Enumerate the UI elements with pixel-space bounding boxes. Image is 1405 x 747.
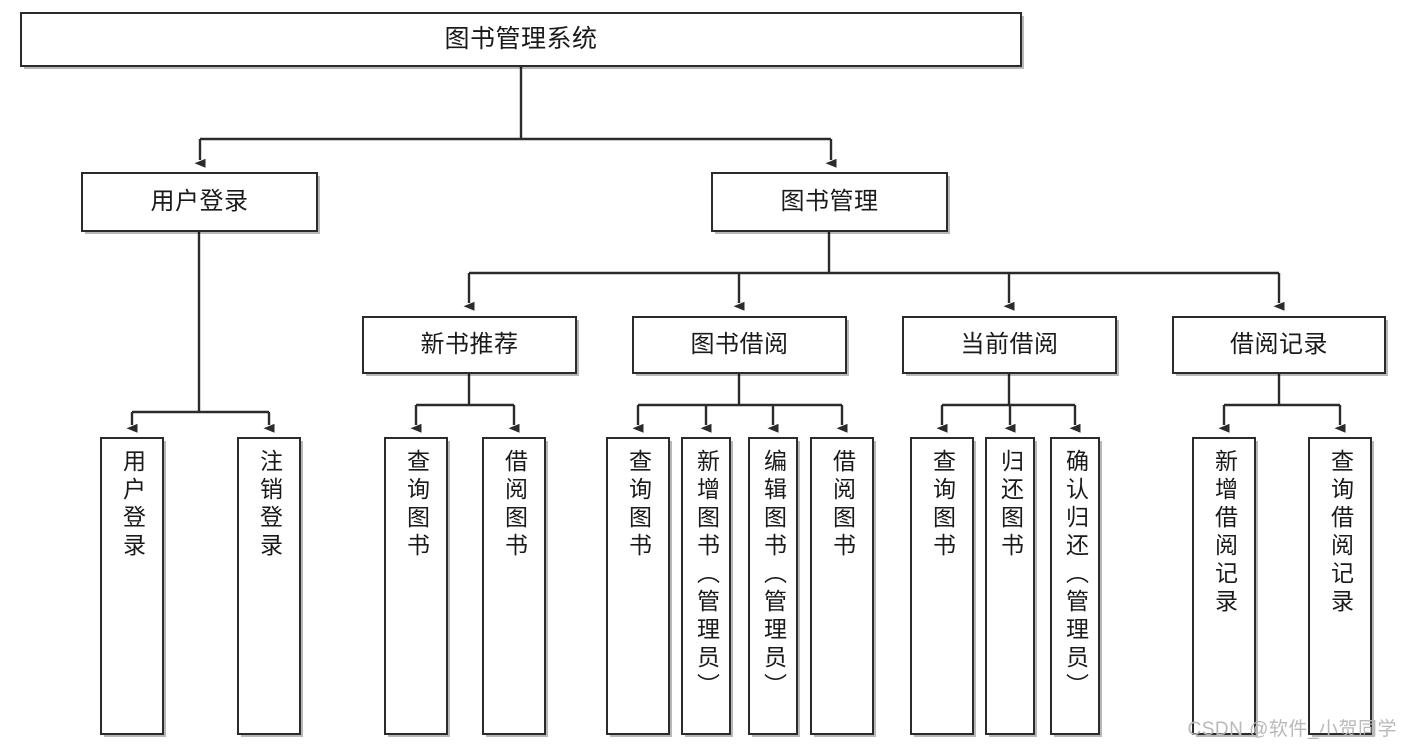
leaf-borrow-book-recommend[interactable]: 借阅图书 <box>482 437 546 735</box>
leaf-query-book-recommend-label: 查询图书 <box>403 449 430 561</box>
node-current-borrow[interactable]: 当前借阅 <box>902 316 1117 374</box>
leaf-user-login-label: 用户登录 <box>119 449 146 561</box>
leaf-logout-label: 注销登录 <box>256 449 283 561</box>
leaf-add-book-admin[interactable]: 新增图书（管理员） <box>681 437 731 735</box>
leaf-borrow-book-borrow-label: 借阅图书 <box>829 449 856 561</box>
node-new-book-recommend-label: 新书推荐 <box>420 330 519 358</box>
leaf-add-borrow-record[interactable]: 新增借阅记录 <box>1192 437 1256 735</box>
node-book-manage[interactable]: 图书管理 <box>711 172 948 232</box>
node-root-label: 图书管理系统 <box>444 24 598 53</box>
leaf-confirm-return-admin-label: 确认归还（管理员） <box>1062 449 1089 701</box>
node-borrow-record-label: 借阅记录 <box>1230 330 1328 358</box>
leaf-borrow-book-borrow[interactable]: 借阅图书 <box>810 437 874 735</box>
leaf-query-borrow-record-label: 查询借阅记录 <box>1327 449 1354 617</box>
leaf-query-book-borrow-label: 查询图书 <box>625 449 652 561</box>
node-user-login-label: 用户登录 <box>150 187 249 215</box>
leaf-edit-book-admin-label: 编辑图书（管理员） <box>760 449 787 701</box>
node-borrow-record[interactable]: 借阅记录 <box>1172 316 1386 374</box>
node-root[interactable]: 图书管理系统 <box>20 12 1022 67</box>
leaf-query-book-recommend[interactable]: 查询图书 <box>384 437 448 735</box>
watermark: CSDN @软件_小贺同学 <box>1187 719 1397 740</box>
leaf-add-borrow-record-label: 新增借阅记录 <box>1211 449 1238 617</box>
leaf-logout[interactable]: 注销登录 <box>237 437 301 735</box>
leaf-borrow-book-recommend-label: 借阅图书 <box>501 449 528 561</box>
leaf-user-login[interactable]: 用户登录 <box>100 437 164 735</box>
node-current-borrow-label: 当前借阅 <box>960 330 1059 358</box>
leaf-edit-book-admin[interactable]: 编辑图书（管理员） <box>748 437 798 735</box>
node-book-borrow[interactable]: 图书借阅 <box>632 316 847 374</box>
node-user-login[interactable]: 用户登录 <box>81 172 318 232</box>
leaf-return-book[interactable]: 归还图书 <box>985 437 1035 735</box>
leaf-add-book-admin-label: 新增图书（管理员） <box>693 449 720 701</box>
leaf-query-borrow-record[interactable]: 查询借阅记录 <box>1308 437 1372 735</box>
leaf-query-book-current-label: 查询图书 <box>929 449 956 561</box>
node-new-book-recommend[interactable]: 新书推荐 <box>362 316 577 374</box>
leaf-confirm-return-admin[interactable]: 确认归还（管理员） <box>1050 437 1100 735</box>
leaf-return-book-label: 归还图书 <box>997 449 1024 561</box>
leaf-query-book-borrow[interactable]: 查询图书 <box>606 437 670 735</box>
leaf-query-book-current[interactable]: 查询图书 <box>910 437 974 735</box>
node-book-borrow-label: 图书借阅 <box>690 330 789 358</box>
node-book-manage-label: 图书管理 <box>780 187 879 215</box>
